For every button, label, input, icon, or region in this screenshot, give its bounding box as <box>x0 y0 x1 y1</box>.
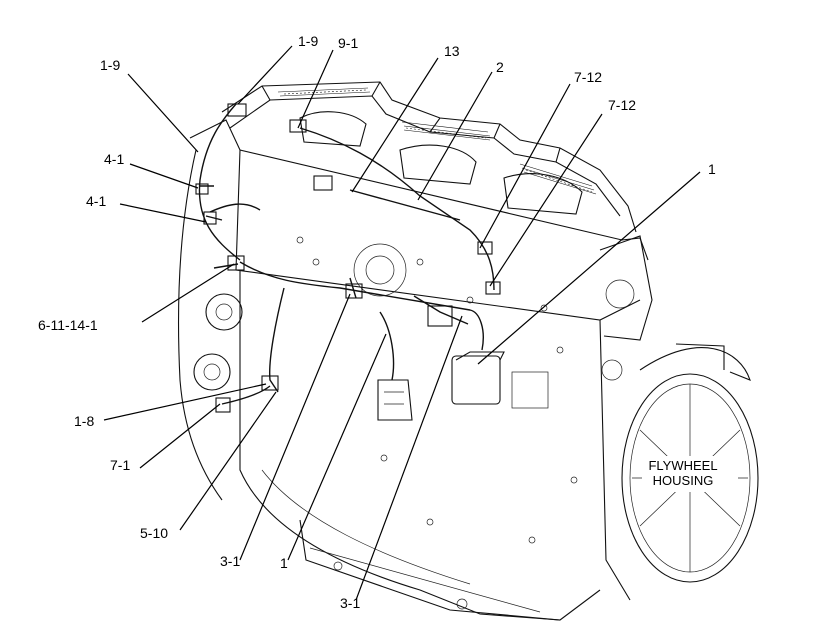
callout-6-11-14-1: 6-11-14-1 <box>38 317 98 333</box>
callout-1-right: 1 <box>708 161 716 177</box>
callout-1-8: 1-8 <box>74 413 94 429</box>
leader-1-bottom <box>287 333 387 561</box>
callout-13: 13 <box>444 43 460 59</box>
leader-1-right <box>477 171 701 365</box>
flywheel-housing <box>621 343 759 583</box>
leader-lines <box>103 45 701 601</box>
leader-3-1-b <box>355 315 463 601</box>
leader-5-10 <box>179 391 277 531</box>
leader-9-1 <box>297 49 334 129</box>
leader-1-9-top <box>237 45 293 105</box>
callout-7-12-b: 7-12 <box>608 97 636 113</box>
leader-2 <box>417 71 493 201</box>
valve-cover-vents <box>277 87 597 195</box>
flywheel-label-line1: FLYWHEEL <box>648 458 717 473</box>
callout-1-9-top: 1-9 <box>298 33 318 49</box>
block-bolts <box>296 236 578 610</box>
leader-13 <box>351 57 439 193</box>
leader-4-1-a <box>129 163 199 189</box>
callout-labels: 1-9 9-1 1-9 13 2 7-12 7-12 1 4-1 4-1 6-1… <box>38 33 716 611</box>
callout-4-1-a: 4-1 <box>104 151 124 167</box>
callout-7-12-a: 7-12 <box>574 69 602 85</box>
leader-4-1-b <box>119 203 207 223</box>
engine-illustration <box>178 81 759 621</box>
leader-7-1 <box>139 403 221 469</box>
leader-6-11-14-1 <box>141 263 235 323</box>
callout-2: 2 <box>496 59 504 75</box>
callout-4-1-b: 4-1 <box>86 193 106 209</box>
callout-9-1: 9-1 <box>338 35 358 51</box>
callout-5-10: 5-10 <box>140 525 168 541</box>
callout-3-1-b: 3-1 <box>340 595 360 611</box>
callout-1-bottom: 1 <box>280 555 288 571</box>
engine-block <box>178 119 653 621</box>
flywheel-housing-label: FLYWHEEL HOUSING <box>648 458 717 488</box>
leader-7-12-b <box>489 113 603 287</box>
valve-cover <box>221 81 637 233</box>
leader-3-1-a <box>239 293 351 561</box>
callout-7-1: 7-1 <box>110 457 130 473</box>
flywheel-label-line2: HOUSING <box>653 473 714 488</box>
callout-3-1-a: 3-1 <box>220 553 240 569</box>
leader-1-8 <box>103 383 267 421</box>
leader-1-9-left <box>127 73 199 153</box>
leader-7-12-a <box>479 83 571 249</box>
callout-1-9-left: 1-9 <box>100 57 120 73</box>
wiring-harness <box>195 103 501 413</box>
